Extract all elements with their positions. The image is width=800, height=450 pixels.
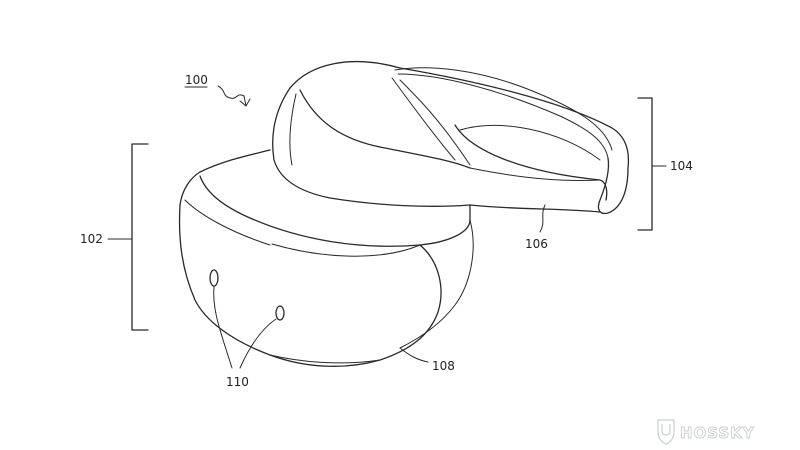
sensor-right [275,305,285,321]
watermark-text: HOSSKY [680,424,755,442]
label-108: 108 [432,359,455,373]
label-110: 110 [226,375,249,389]
front-body [178,149,474,367]
label-102: 102 [80,232,103,246]
watermark: HOSSKY [657,419,755,445]
shield-u-logo-icon [657,419,675,445]
leader-lines [107,85,667,369]
label-100: 100 [185,73,208,87]
sensor-left [209,269,219,287]
label-106: 106 [525,237,548,251]
label-104: 104 [670,159,693,173]
head-strap-band [272,60,630,215]
